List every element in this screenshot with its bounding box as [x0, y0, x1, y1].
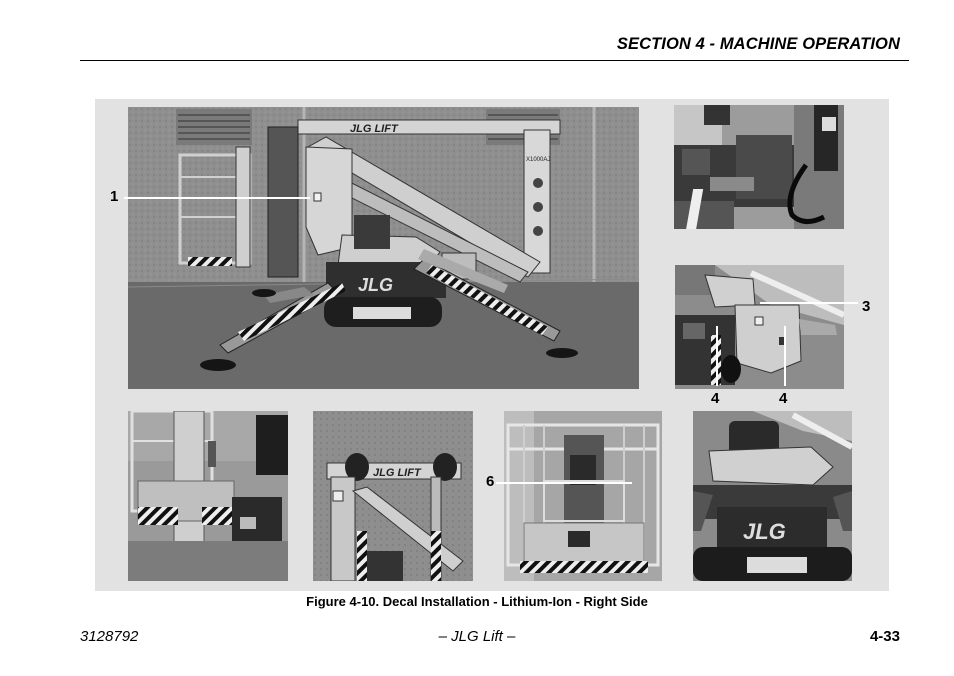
base-detail-brand-text: JLG: [743, 519, 786, 544]
boom-brand-text: JLG LIFT: [350, 123, 399, 135]
callout-1: 1: [110, 188, 119, 205]
base-brand-text: JLG: [358, 275, 393, 295]
rear-boom-brand-text: JLG LIFT: [373, 467, 422, 479]
callout-1-leader: [124, 197, 310, 199]
section-title: SECTION 4 - MACHINE OPERATION: [616, 35, 900, 53]
callout-3-leader: [760, 302, 858, 304]
callout-3: 3: [862, 298, 871, 315]
footer-part-number: 3128792: [80, 628, 139, 645]
callout-6: 6: [486, 473, 495, 490]
photo-bottom-boom-rear: JLG LIFT: [313, 411, 473, 581]
photo-top-right-detail: [674, 105, 844, 229]
photo-main-machine: JLG LIFT X1000AJ JLG: [128, 107, 639, 389]
callout-4-left: 4: [711, 390, 720, 407]
callout-6-leader: [496, 482, 632, 484]
photo-middle-right-detail: [675, 265, 844, 389]
photo-bottom-base: JLG: [693, 411, 852, 581]
model-text: X1000AJ: [526, 157, 550, 163]
footer-page-number: 4-33: [869, 628, 900, 645]
photo-bottom-platform-gate: [504, 411, 662, 581]
callout-4-right: 4: [779, 390, 788, 407]
callout-4b-leader: [784, 326, 786, 386]
photo-bottom-platform: [128, 411, 288, 581]
footer-center-title: – JLG Lift –: [438, 628, 516, 645]
header-rule: [80, 60, 909, 61]
figure-caption: Figure 4-10. Decal Installation - Lithiu…: [306, 594, 648, 609]
callout-4a-leader: [716, 326, 718, 386]
